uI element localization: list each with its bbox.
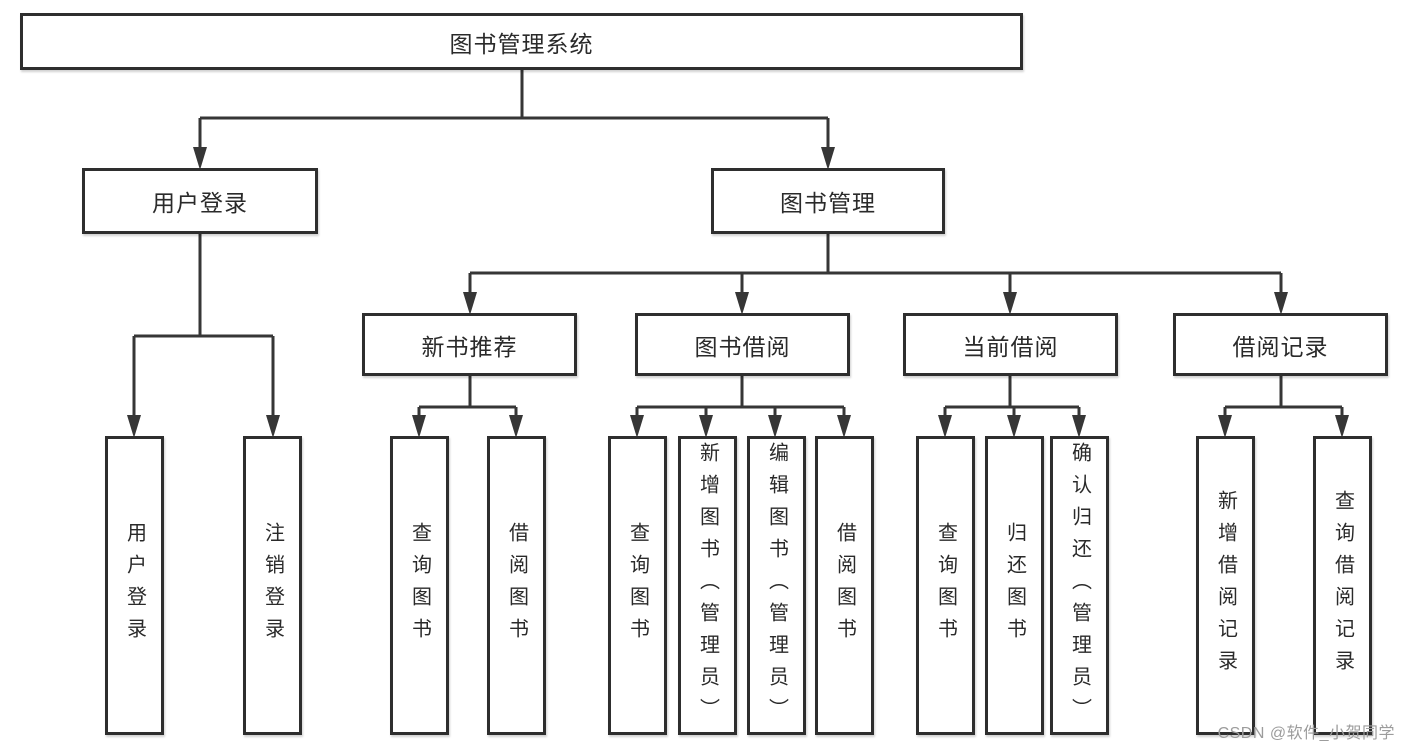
leaf-newbook-query-books-label: 查询图书 <box>408 521 431 650</box>
leaf-records-query-record-label: 查询借阅记录 <box>1331 489 1354 682</box>
leaf-newbook-query-books: 查询图书 <box>390 436 449 735</box>
node-current-borrow: 当前借阅 <box>903 313 1118 376</box>
leaf-borrow-add-books-admin-label: 新增图书（管理员） <box>696 441 719 730</box>
arrowhead-icon <box>193 147 207 170</box>
leaf-current-confirm-return-admin-label: 确认归还（管理员） <box>1068 441 1091 730</box>
node-borrow-records: 借阅记录 <box>1173 313 1388 376</box>
leaf-current-return-books-label: 归还图书 <box>1003 521 1026 650</box>
leaf-user-login: 用户登录 <box>105 436 164 735</box>
leaf-borrow-edit-books-admin-label: 编辑图书（管理员） <box>765 441 788 730</box>
arrowhead-icon <box>768 415 782 438</box>
leaf-current-confirm-return-admin: 确认归还（管理员） <box>1050 436 1109 735</box>
leaf-current-return-books: 归还图书 <box>985 436 1044 735</box>
leaf-user-login-label: 用户登录 <box>123 521 146 650</box>
node-root: 图书管理系统 <box>20 13 1023 70</box>
arrowhead-icon <box>412 415 426 438</box>
arrowhead-icon <box>127 415 141 438</box>
node-book-borrow-label: 图书借阅 <box>694 333 791 360</box>
arrowhead-icon <box>630 415 644 438</box>
node-current-borrow-label: 当前借阅 <box>962 333 1059 360</box>
arrowhead-icon <box>1007 415 1021 438</box>
arrowhead-icon <box>735 292 749 315</box>
arrowhead-icon <box>837 415 851 438</box>
node-new-book-recommend: 新书推荐 <box>362 313 577 376</box>
leaf-borrow-edit-books-admin: 编辑图书（管理员） <box>747 436 806 735</box>
arrowhead-icon <box>463 292 477 315</box>
node-user-login: 用户登录 <box>82 168 318 234</box>
arrowhead-icon <box>699 415 713 438</box>
leaf-newbook-borrow-books-label: 借阅图书 <box>505 521 528 650</box>
leaf-borrow-query-books-label: 查询图书 <box>626 521 649 650</box>
watermark: CSDN @软件_小贺同学 <box>1217 725 1395 742</box>
node-book-management: 图书管理 <box>711 168 945 234</box>
leaf-borrow-borrow-books: 借阅图书 <box>815 436 874 735</box>
node-borrow-records-label: 借阅记录 <box>1232 333 1329 360</box>
leaf-current-query-books-label: 查询图书 <box>934 521 957 650</box>
arrowhead-icon <box>821 147 835 170</box>
arrowhead-icon <box>1274 292 1288 315</box>
leaf-logout: 注销登录 <box>243 436 302 735</box>
leaf-newbook-borrow-books: 借阅图书 <box>487 436 546 735</box>
arrowhead-icon <box>266 415 280 438</box>
node-root-label: 图书管理系统 <box>449 30 594 57</box>
arrowhead-icon <box>1072 415 1086 438</box>
arrowhead-icon <box>938 415 952 438</box>
node-book-management-label: 图书管理 <box>780 190 876 216</box>
leaf-records-query-record: 查询借阅记录 <box>1313 436 1372 735</box>
node-new-book-recommend-label: 新书推荐 <box>421 333 518 360</box>
leaf-records-add-record: 新增借阅记录 <box>1196 436 1255 735</box>
leaf-borrow-add-books-admin: 新增图书（管理员） <box>678 436 737 735</box>
arrowhead-icon <box>1003 292 1017 315</box>
leaf-logout-label: 注销登录 <box>261 521 284 650</box>
arrowhead-icon <box>1218 415 1232 438</box>
node-book-borrow: 图书借阅 <box>635 313 850 376</box>
arrowhead-icon <box>1335 415 1349 438</box>
leaf-borrow-borrow-books-label: 借阅图书 <box>833 521 856 650</box>
arrowhead-icon <box>509 415 523 438</box>
leaf-records-add-record-label: 新增借阅记录 <box>1214 489 1237 682</box>
node-user-login-label: 用户登录 <box>152 190 248 216</box>
leaf-current-query-books: 查询图书 <box>916 436 975 735</box>
leaf-borrow-query-books: 查询图书 <box>608 436 667 735</box>
